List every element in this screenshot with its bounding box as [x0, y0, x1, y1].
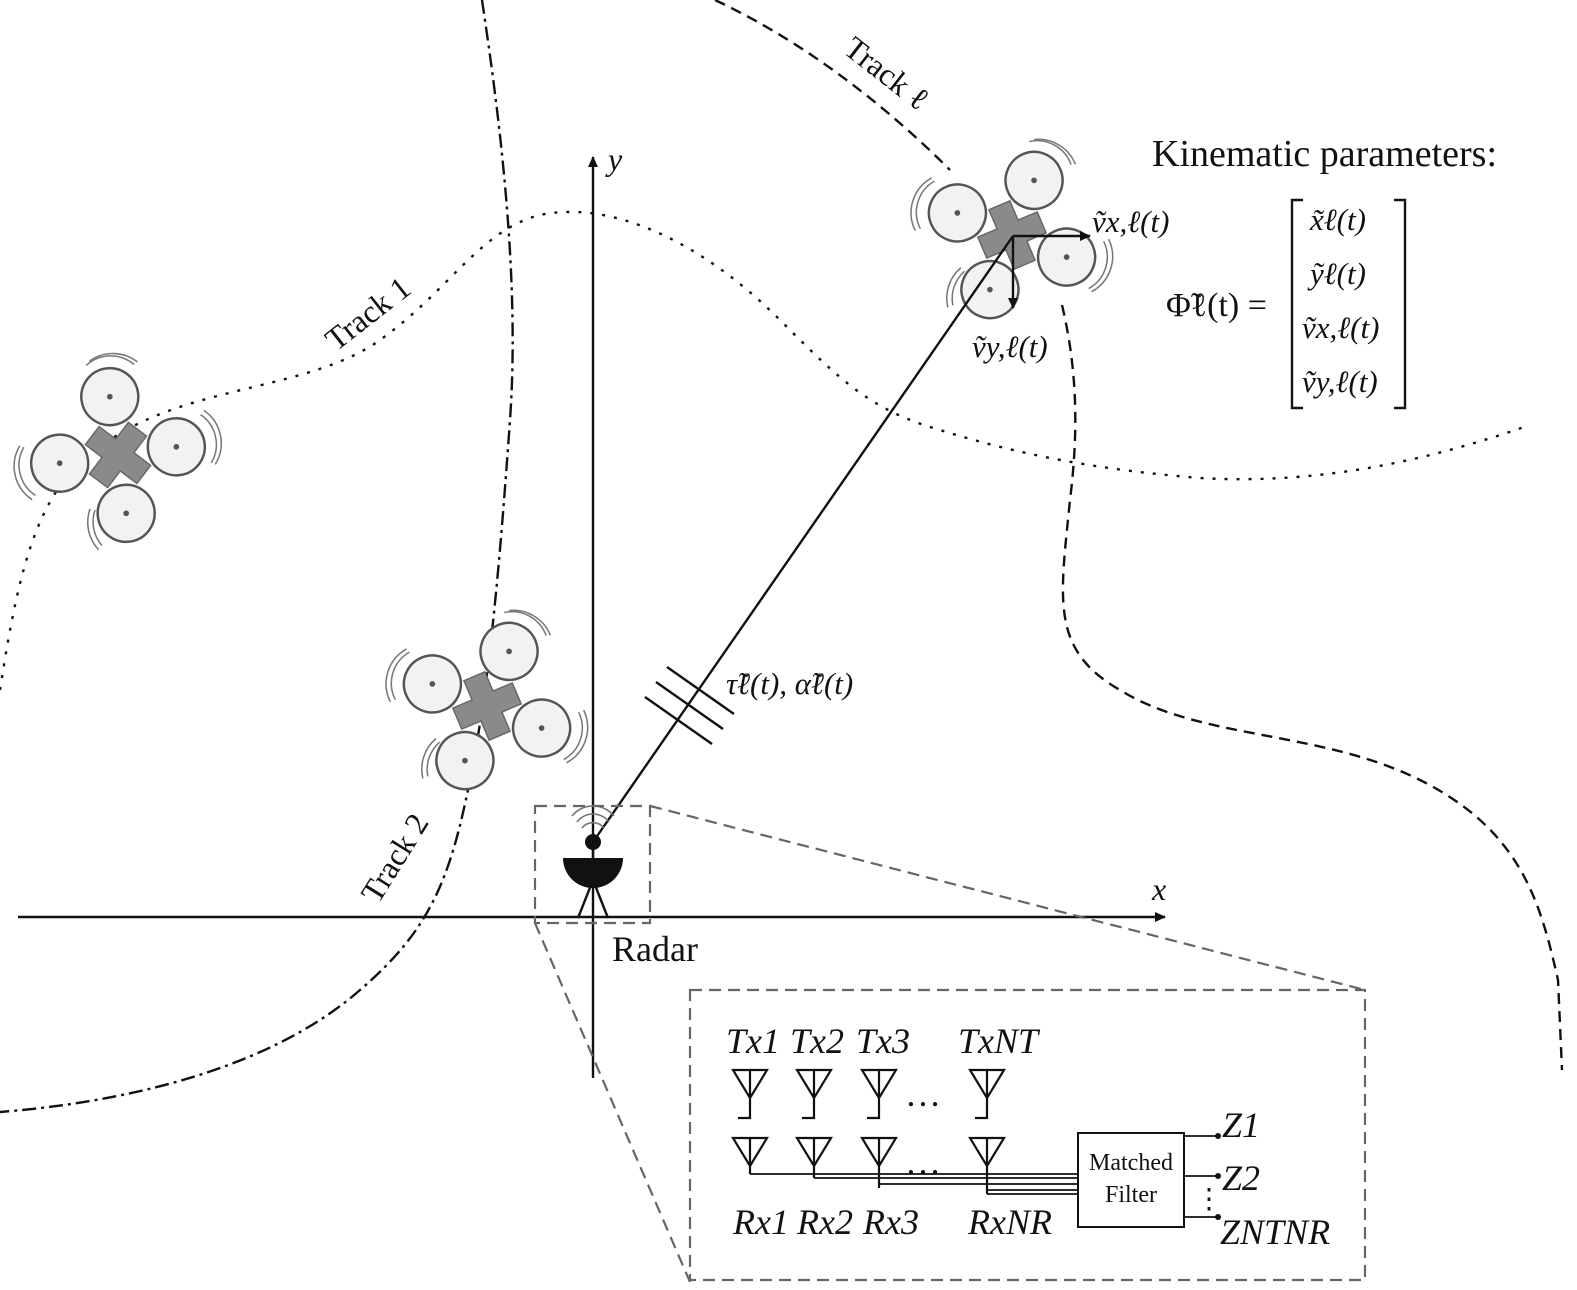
zoom-line-bottom [533, 922, 692, 1283]
output-vertical-dots: ⋮ [1195, 1184, 1223, 1215]
rx-ellipsis: … [905, 1142, 941, 1182]
y-axis-label: y [605, 141, 623, 177]
zoom-line-top [649, 804, 1366, 992]
los-label: τ̃ℓ(t), α̃ℓ(t) [726, 666, 853, 701]
filter-output-lines [1184, 1133, 1221, 1220]
output-z1: Z1 [1222, 1105, 1260, 1145]
track-l-curve [714, 0, 1564, 1071]
track-2-label: Track 2 [353, 807, 435, 909]
kinematics-y: ỹℓ(t) [1307, 256, 1366, 291]
track-2-curve [0, 0, 514, 1114]
tx-antenna-icons [731, 1068, 1006, 1120]
track-1-label: Track 1 [318, 269, 417, 357]
track-1-curve [0, 210, 1531, 691]
kinematics-vy: ṽy,ℓ(t) [1302, 364, 1378, 399]
output-zNTNR: ZNTNR [1220, 1212, 1330, 1252]
array-inset-box [688, 988, 1367, 1282]
drone-track-2 [354, 571, 623, 831]
vy-label: ṽy,ℓ(t) [972, 329, 1048, 364]
matched-filter-line2: Filter [1105, 1182, 1157, 1208]
x-axis-label: x [1151, 871, 1166, 907]
tx-ellipsis: … [905, 1074, 941, 1114]
drone-track-1 [0, 338, 236, 562]
rx2-label: Rx2 [796, 1202, 853, 1242]
kinematics-title: Kinematic parameters: [1152, 133, 1497, 175]
radar-label: Radar [612, 929, 698, 969]
track-l-label: Track ℓ [838, 29, 936, 117]
rx3-label: Rx3 [862, 1202, 919, 1242]
matched-filter-box [1077, 1132, 1185, 1228]
kinematics-vx: ṽx,ℓ(t) [1302, 310, 1379, 345]
line-of-sight [592, 235, 1014, 843]
rxNR-label: RxNR [967, 1202, 1052, 1242]
rx1-label: Rx1 [732, 1202, 789, 1242]
tx1-label: Tx1 [726, 1021, 780, 1061]
rx-bus-lines [750, 1173, 1078, 1195]
tx3-label: Tx3 [856, 1021, 910, 1061]
kinematics-x: x̃ℓ(t) [1309, 202, 1366, 237]
matched-filter-line1: Matched [1089, 1150, 1173, 1176]
vx-label: ṽx,ℓ(t) [1092, 204, 1169, 239]
kinematics-lhs: Φ̃ℓ(t) = [1166, 287, 1267, 324]
radar-zoom-box [533, 804, 652, 925]
radar-dish-icon [563, 805, 623, 919]
tx2-label: Tx2 [790, 1021, 844, 1061]
output-z2: Z2 [1222, 1158, 1260, 1198]
los-hash-marks [644, 666, 735, 745]
kinematics-matrix-brackets [1290, 198, 1407, 410]
txNT-label: TxNT [958, 1021, 1041, 1061]
